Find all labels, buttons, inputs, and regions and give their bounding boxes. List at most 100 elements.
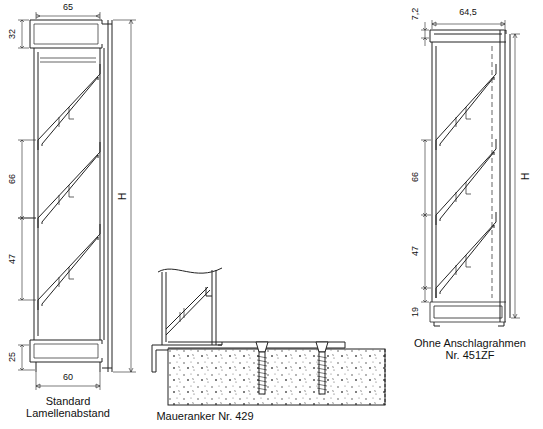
anchor-bolt-stroke xyxy=(317,360,327,362)
standard-profile-stroke xyxy=(100,48,104,340)
dimension-value: 65 xyxy=(62,3,74,13)
wall-anchor-detail-stroke xyxy=(168,349,385,405)
anchor-bolt-stroke xyxy=(317,376,327,378)
anchor-bolt-stroke xyxy=(317,384,327,386)
louvre-blade xyxy=(436,139,496,225)
profile-without-frame-stroke xyxy=(432,42,436,302)
louvre-blade xyxy=(38,64,100,150)
height-symbol: H xyxy=(117,191,128,200)
profile-without-frame-stroke xyxy=(434,322,504,326)
louvre-blade-stroke xyxy=(436,139,496,225)
anchor-bolt-stroke xyxy=(317,356,327,358)
louvre-blade-stroke xyxy=(466,107,471,119)
louvre-blades xyxy=(38,64,100,310)
dimension-lines-stroke xyxy=(36,372,100,390)
wall-anchor-detail-stroke xyxy=(218,342,222,345)
standard-profile-stroke xyxy=(102,24,112,368)
louvre-blade-stroke xyxy=(440,152,494,221)
dimension-lines xyxy=(18,12,136,390)
anchor-bolt-stroke xyxy=(257,356,267,358)
anchor-bolt-stroke xyxy=(317,380,327,382)
wall-anchor-detail-stroke xyxy=(166,287,212,335)
louvre-blade-stroke xyxy=(42,237,98,306)
louvre-blades xyxy=(436,64,496,298)
wall-anchor-detail-stroke xyxy=(212,270,216,345)
anchor-bolt-stroke xyxy=(317,364,327,366)
standard-profile-stroke xyxy=(30,20,102,48)
louvre-blade-stroke xyxy=(466,255,471,267)
louvre-blade-stroke xyxy=(38,64,100,150)
louvre-blade-stroke xyxy=(466,182,471,194)
louvre-blade-stroke xyxy=(456,265,457,275)
anchor-bolt xyxy=(316,342,328,394)
dimension-lines-stroke xyxy=(20,20,24,370)
dimension-value: 47 xyxy=(411,245,421,257)
dimension-lines-stroke xyxy=(18,140,36,218)
standard-profile xyxy=(30,20,112,372)
standard-profile-stroke xyxy=(36,362,100,372)
standard-profile-stroke xyxy=(108,20,112,372)
anchor-bolt-stroke xyxy=(257,372,267,374)
louvre-blade-stroke xyxy=(440,225,494,294)
dimension-lines-stroke xyxy=(18,20,29,48)
louvre-blade xyxy=(436,212,496,298)
dimension-lines-stroke xyxy=(423,140,427,302)
louvre-blade-stroke xyxy=(38,142,100,228)
dimension-lines-stroke xyxy=(18,345,35,370)
anchor-bolt-stroke xyxy=(257,380,267,382)
louvre-blade-stroke xyxy=(456,117,457,127)
profile-without-frame-stroke xyxy=(492,46,493,298)
standard-profile-stroke xyxy=(34,24,98,44)
profile-without-frame-stroke xyxy=(430,30,506,42)
standard-profile-stroke xyxy=(34,48,38,340)
louvre-blade-stroke xyxy=(69,107,74,119)
louvre-blade-stroke xyxy=(38,224,100,310)
louvre-blade-stroke xyxy=(59,117,60,127)
louvre-blade-stroke xyxy=(42,77,98,146)
wall-anchor-detail-stroke xyxy=(162,272,166,345)
view-caption: Ohne Anschlagrahmen Nr. 451ZF xyxy=(407,337,533,361)
louvre-blade xyxy=(436,64,496,150)
dimension-value: 25 xyxy=(8,351,18,363)
dimension-value: 7,2 xyxy=(411,7,421,22)
louvre-blade-stroke xyxy=(42,155,98,224)
dimension-lines-stroke xyxy=(36,12,100,19)
anchor-bolt-stroke xyxy=(256,342,268,352)
anchor-bolt-stroke xyxy=(257,360,267,362)
profile-without-frame-stroke xyxy=(500,30,510,322)
anchor-bolt-stroke xyxy=(257,376,267,378)
anchor-bolt-stroke xyxy=(257,384,267,386)
louvre-blade-stroke xyxy=(456,192,457,202)
height-symbol: H xyxy=(520,171,531,180)
view-caption: Standard Lamellenabstand xyxy=(19,395,117,419)
dimension-lines-stroke xyxy=(432,20,505,29)
dimension-value: 66 xyxy=(8,173,18,185)
dimension-value: 60 xyxy=(62,373,74,383)
dimension-lines-stroke xyxy=(36,14,100,18)
anchor-bolt-stroke xyxy=(317,372,327,374)
dimension-value: 47 xyxy=(8,253,18,265)
anchor-bolt-stroke xyxy=(317,388,327,390)
dimension-lines-stroke xyxy=(421,288,429,302)
louvre-blade xyxy=(38,142,100,228)
louvre-blade-stroke xyxy=(440,77,494,146)
profile-without-frame xyxy=(430,30,510,326)
standard-profile-stroke xyxy=(40,58,96,62)
dimension-value: 32 xyxy=(8,28,18,40)
louvre-blade-stroke xyxy=(436,212,496,298)
louvre-blade-stroke xyxy=(69,185,74,197)
louvre-blade-stroke xyxy=(59,195,60,205)
dimension-lines-stroke xyxy=(18,218,36,300)
dimension-lines-stroke xyxy=(113,20,136,372)
dimension-lines-stroke xyxy=(421,215,431,288)
louvre-blade-stroke xyxy=(69,267,74,279)
louvre-blade-stroke xyxy=(436,64,496,150)
part-caption: Maueranker Nr. 429 xyxy=(155,410,254,422)
anchor-bolt xyxy=(256,342,268,394)
anchor-bolt-stroke xyxy=(257,364,267,366)
dimension-lines-stroke xyxy=(421,22,429,46)
anchor-bolt-stroke xyxy=(316,342,328,352)
anchor-bolts xyxy=(256,342,328,394)
